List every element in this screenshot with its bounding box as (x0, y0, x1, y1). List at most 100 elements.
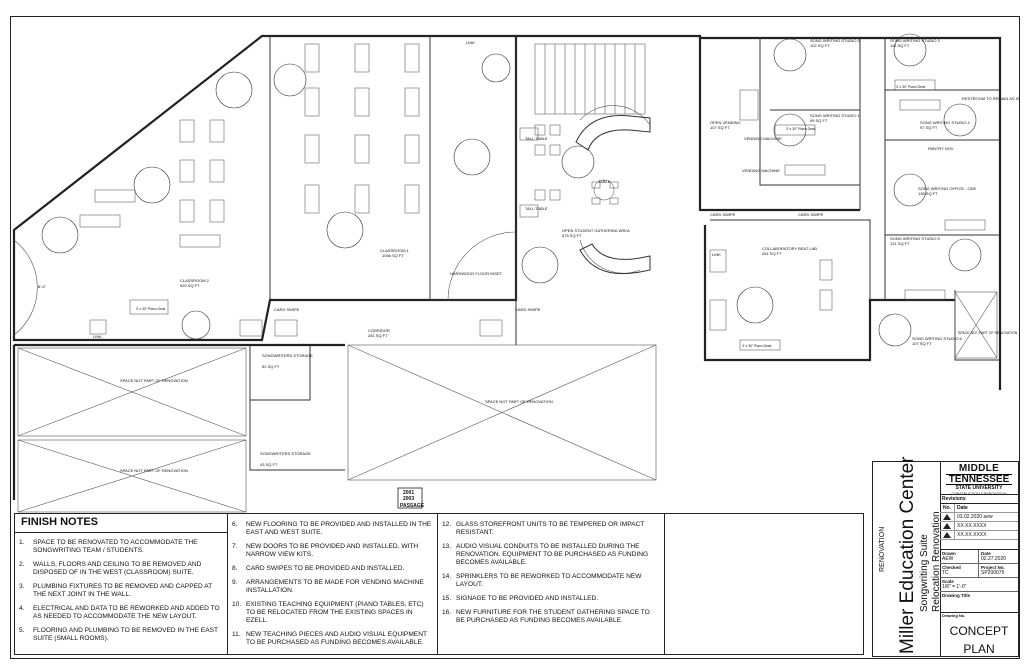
sheet-name: Drawing No. CONCEPT PLAN (942, 613, 1009, 656)
gathering-tables (534, 124, 619, 205)
note-number: 10. (232, 601, 242, 608)
note-text: Audio visual conduits to be installed du… (456, 543, 649, 566)
project-title: Miller Education Center (897, 456, 918, 654)
interior-walls (249, 36, 1000, 471)
note-text: Card swipes to be provided and installed… (246, 565, 405, 572)
notes-column-1: FINISH NOTES 1.Space to be renovated to … (15, 514, 228, 654)
note-number: 8. (232, 565, 238, 572)
renovation-label: RENOVATION (879, 526, 886, 572)
room-area: 261 SQ FT (368, 333, 388, 338)
note-text: Electrical and data to be reworked and a… (33, 605, 220, 620)
room-label: RESTROOM TO REMAIN AS IS (962, 96, 1020, 101)
finish-note: 6.New flooring to be provided and instal… (228, 521, 437, 537)
note-number: 4. (19, 605, 25, 612)
desk-label: 3' x 30" Piano Desk (786, 127, 816, 131)
room-area: 121 SQ FT (890, 241, 910, 246)
room-area: 107 SQ FT (912, 341, 932, 346)
room-area: 102 SQ FT (810, 43, 830, 48)
room-area: 52 SQ FT (262, 364, 280, 369)
room-label: OPEN STUDENT GATHERING AREA (562, 228, 630, 233)
room-label: SONGWRITERS STORAGE (260, 451, 311, 456)
table-label: TALL TABLE (525, 136, 548, 141)
link-label: LINK (466, 40, 475, 45)
finish-note: 15. Signage to be provided and installed. (438, 595, 664, 603)
drawing-sheet (10, 16, 1020, 659)
room-label: CLASSROOM 1 (380, 248, 410, 253)
passage-name: PASSAGE (400, 503, 425, 509)
finish-note: 7.New doors to be provided and installed… (228, 543, 437, 559)
finish-note: 16. New furniture for the student gatheri… (438, 609, 664, 625)
pantry-label: PANTRY NOV (928, 146, 954, 151)
excluded-spaces (17, 291, 998, 513)
project-subtitle: Songwriting Suite (919, 534, 930, 612)
vending-label: VENDING MACHINE (742, 168, 780, 173)
note-text: Sprinklers to be reworked to accommodate… (456, 573, 642, 588)
note-text: Plumbing fixtures to be removed and capp… (33, 583, 213, 598)
note-number: 2. (19, 561, 25, 568)
room-label: SONG WRITING STUDIO 3 (890, 38, 941, 43)
note-number: 15. (442, 595, 452, 602)
note-text: New doors to be provided and installed, … (246, 543, 419, 558)
room-area: 115 SQ FT (890, 43, 910, 48)
exterior-walls (12, 34, 1002, 500)
title-block: RENOVATION Miller Education Center Songw… (872, 457, 1019, 657)
finish-note: 1. Space to be renovated to accommodate t… (15, 539, 227, 555)
note-text: Signage to be provided and installed. (456, 595, 599, 602)
passage-tag: 2001 2003 PASSAGE (397, 487, 425, 509)
room-label: SONG WRITING STUDIO 5 (890, 236, 941, 241)
card-swipe-label: CARD SWIPE (515, 307, 541, 312)
room-area: 97 SQ FT (920, 125, 938, 130)
room-area: 261 SQ FT (762, 251, 782, 256)
desk-label: 3' x 30" Piano Desk (742, 344, 772, 348)
room-label: CLASSROOM 2 (180, 278, 210, 283)
table-label: TALL TABLE (525, 206, 548, 211)
note-number: 9. (232, 579, 238, 586)
room-label: COLLABORATORY BEAT LAB (762, 246, 817, 251)
excluded-label: SPACE NOT PART OF RENOVATION (120, 378, 188, 383)
note-number: 16. (442, 609, 452, 616)
note-text: New furniture for the student gathering … (456, 609, 650, 624)
note-number: 14. (442, 573, 452, 580)
finish-note: 9. Arrangements to be made for vending ma… (228, 579, 437, 595)
room-area: 1056 SQ FT (382, 253, 404, 258)
note-text: Space to be renovated to accommodate the… (33, 539, 198, 554)
finish-note: 5. Flooring and plumbing to be removed in… (15, 627, 227, 643)
room-label: SONG WRITING STUDIO 1 (810, 113, 861, 118)
note-text: Walls, floors and ceiling to be removed … (33, 561, 202, 576)
note-number: 1. (19, 539, 25, 546)
notes-column-3: 12.Glass storefront units to be tempered… (438, 514, 665, 654)
finish-note: 4. Electrical and data to be reworked and… (15, 605, 227, 621)
note-text: Flooring and plumbing to be removed in t… (33, 627, 218, 642)
note-number: 3. (19, 583, 25, 590)
room-label: SONG WRITING STUDIO 4 (920, 120, 971, 125)
excluded-label: SPACE NOT PART OF RENOVATION (485, 399, 553, 404)
excluded-label: SPACE NOT PART OF RENOVATION (958, 331, 1018, 335)
finish-note: 14. Sprinklers to be reworked to accommod… (438, 573, 664, 589)
finish-note: 10.Existing teaching equipment (piano ta… (228, 601, 437, 625)
floor-label: HARDWOOD FLOOR INSET (450, 271, 503, 276)
revision-row: XX.XX.XXXX (940, 522, 1018, 531)
desks (79, 43, 986, 351)
room-area: 43 SQ FT (260, 462, 278, 467)
card-swipe-label: CARD SWIPE (710, 212, 736, 217)
finish-note: 13.Audio visual conduits to be installed… (438, 543, 664, 567)
room-label: CORRIDOR (368, 328, 390, 333)
room-label: OPEN VENDING (710, 120, 741, 125)
project-title-area: RENOVATION Miller Education Center Songw… (873, 457, 942, 656)
note-text: Arrangements to be made for vending mach… (246, 579, 424, 594)
card-swipe-label: CARD SWIPE (274, 307, 300, 312)
finish-note: 2. Walls, floors and ceiling to be remove… (15, 561, 227, 577)
revision-triangle-icon (943, 523, 951, 529)
finish-note: 3. Plumbing fixtures to be removed and ca… (15, 583, 227, 599)
room-area: 575 SQ FT (562, 233, 582, 238)
note-number: 5. (19, 627, 25, 634)
vending-label: VENDING MACHINE (744, 136, 782, 141)
room-area: 107 SQ FT (710, 125, 730, 130)
note-number: 6. (232, 521, 238, 528)
revision-row: XX.XX.XXXX (940, 531, 1018, 540)
plan-labels: CLASSROOM 2 920 SQ FT CLASSROOM 1 1056 S… (38, 38, 1020, 473)
note-text: New teaching pieces and audio visual equ… (246, 631, 427, 646)
desk-label: 3' x 30" Piano Desk (136, 307, 166, 311)
stairs (534, 43, 646, 115)
